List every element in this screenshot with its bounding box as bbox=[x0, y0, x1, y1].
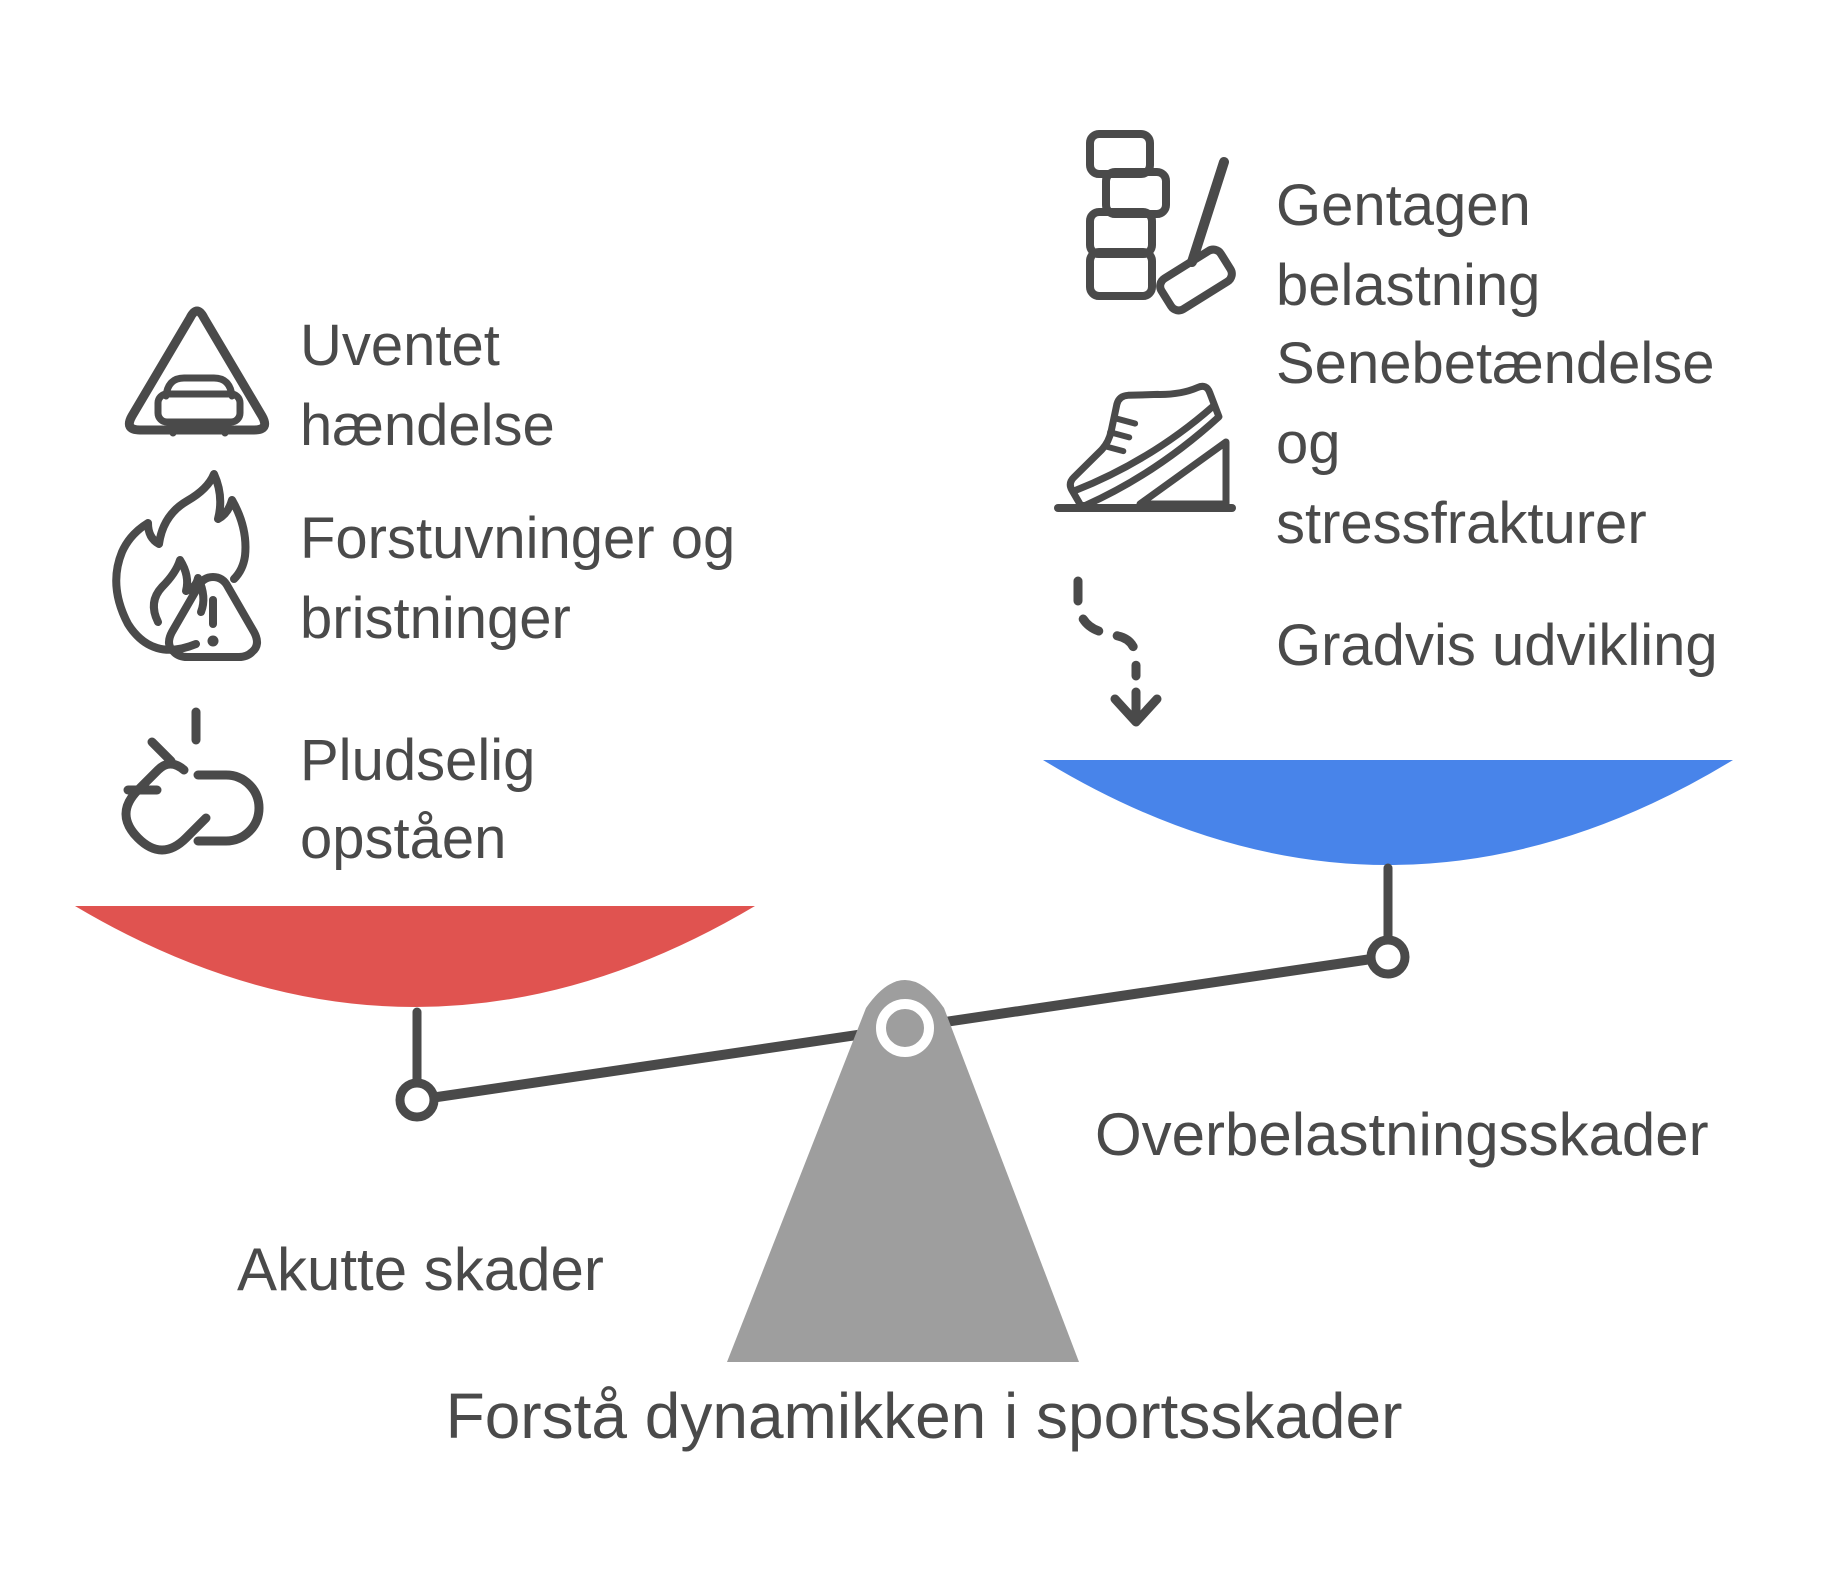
right-item-2-line-3: stressfrakturer bbox=[1276, 491, 1647, 556]
right-item-1-line-1: Gentagen bbox=[1276, 173, 1531, 238]
left-item-3-line-2: opståen bbox=[300, 806, 506, 871]
balance-scale bbox=[75, 760, 1733, 1362]
right-pan-label: Overbelastningsskader bbox=[1095, 1101, 1709, 1168]
right-scale-pan bbox=[1043, 760, 1733, 865]
left-item-2-line-2: bristninger bbox=[300, 586, 571, 651]
right-pan-joint-circle bbox=[1366, 935, 1410, 979]
left-item-1-line-2: hændelse bbox=[300, 393, 555, 458]
stacked-blocks-mallet-icon bbox=[1086, 130, 1236, 315]
diagram-title: Forstå dynamikken i sportsskader bbox=[446, 1380, 1403, 1452]
left-pan-label: Akutte skader bbox=[237, 1236, 604, 1303]
fulcrum-pivot-ring bbox=[876, 999, 934, 1057]
fulcrum bbox=[727, 980, 1079, 1362]
right-item-2-line-2: og bbox=[1276, 411, 1341, 476]
car-warning-triangle-icon bbox=[124, 306, 270, 437]
left-item-1-line-1: Uventet bbox=[300, 313, 500, 378]
dashed-arrow-down-icon bbox=[1073, 576, 1162, 727]
left-item-2-line-1: Forstuvninger og bbox=[300, 506, 735, 571]
right-item-1-line-2: belastning bbox=[1276, 253, 1540, 318]
left-pan-joint-circle bbox=[395, 1078, 439, 1122]
left-item-3-line-1: Pludselig bbox=[300, 728, 535, 793]
left-scale-pan bbox=[75, 906, 755, 1007]
sneaker-incline-icon bbox=[1054, 382, 1236, 512]
flame-alert-icon bbox=[112, 470, 261, 661]
broken-link-icon bbox=[121, 707, 264, 855]
right-item-3-line-1: Gradvis udvikling bbox=[1276, 613, 1718, 678]
right-item-2-line-1: Senebetændelse bbox=[1276, 331, 1715, 396]
